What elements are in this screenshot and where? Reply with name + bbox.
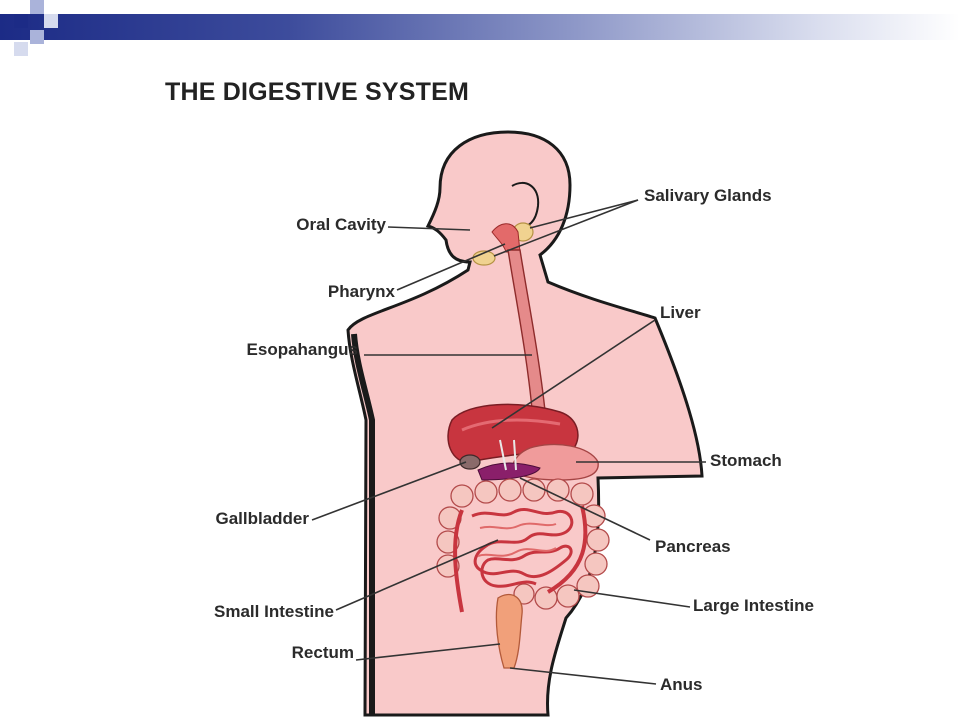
small-intestine-inner-coils — [477, 522, 557, 557]
leader-oral-cavity — [387, 226, 471, 231]
page-title: THE DIGESTIVE SYSTEM — [165, 78, 470, 106]
leader-pancreas — [519, 477, 651, 541]
slide-corner-square — [30, 30, 44, 44]
label-pancreas: Pancreas — [655, 537, 731, 556]
body-shadow-edge — [351, 333, 375, 715]
label-anus: Anus — [660, 675, 703, 694]
label-gallbladder: Gallbladder — [215, 509, 309, 528]
label-small-intestine: Small Intestine — [214, 602, 334, 621]
small-intestine-coils — [471, 507, 574, 588]
slide-corner-square — [14, 42, 28, 56]
gallbladder-shape — [459, 454, 481, 470]
leader-salivary-lower — [493, 199, 639, 257]
rectum-shape — [495, 593, 523, 669]
leader-small-intestine — [335, 539, 499, 611]
slide-corner-square — [30, 0, 44, 14]
label-oral-cavity: Oral Cavity — [296, 215, 386, 234]
label-rectum: Rectum — [292, 643, 354, 662]
leader-large-intestine — [573, 589, 691, 608]
leader-liver — [491, 319, 656, 429]
colon-descending-line — [546, 505, 588, 594]
colon-ascending-line — [453, 509, 464, 613]
bile-duct — [499, 439, 517, 471]
leader-salivary-upper — [529, 199, 639, 229]
header-gradient-bar — [0, 14, 960, 40]
liver-highlight — [461, 418, 561, 432]
leader-anus — [509, 667, 657, 685]
label-salivary-glands: Salivary Glands — [644, 186, 772, 205]
pancreas-shape — [477, 462, 541, 481]
label-esophagus: Esopahangus — [247, 340, 358, 359]
leader-pharynx — [396, 243, 506, 291]
label-stomach: Stomach — [710, 451, 782, 470]
leader-gallbladder — [311, 461, 467, 521]
leader-rectum — [355, 643, 501, 661]
large-intestine-beads — [436, 478, 610, 610]
label-large-intestine: Large Intestine — [693, 596, 814, 615]
label-liver: Liver — [660, 303, 701, 322]
slide-corner-square — [14, 14, 28, 28]
label-pharynx: Pharynx — [328, 282, 396, 301]
slide-corner-square — [44, 14, 58, 28]
